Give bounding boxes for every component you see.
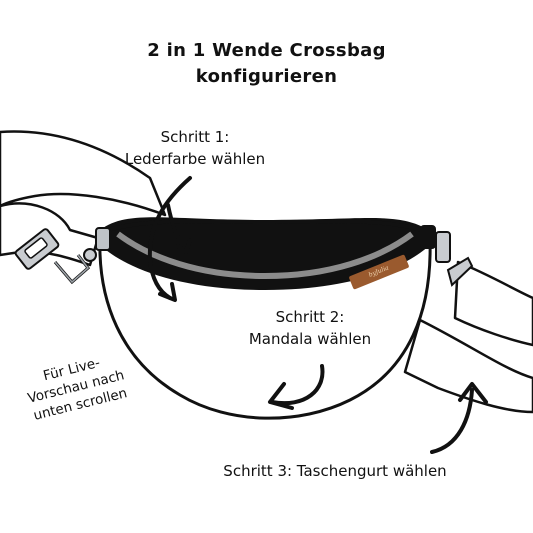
title-line-2: konfigurieren (195, 66, 338, 87)
strap-right (403, 260, 533, 414)
step3-arrow-icon (430, 382, 488, 454)
step2-line-2: Mandala wählen (248, 330, 372, 348)
step2-arrow-icon (268, 364, 325, 410)
bag-zipper-band (100, 217, 430, 290)
page-title: 2 in 1 Wende Crossbag konfigurieren (0, 38, 533, 90)
step2-line-1: Schritt 2: (275, 308, 345, 326)
step1-label: Schritt 1: Lederfarbe wählen (90, 126, 300, 170)
step1-line-1: Schritt 1: (160, 128, 230, 146)
step1-line-2: Lederfarbe wählen (124, 150, 266, 168)
title-line-1: 2 in 1 Wende Crossbag (147, 40, 386, 61)
step2-label: Schritt 2: Mandala wählen (230, 306, 390, 350)
bag-body (98, 236, 432, 420)
step1-arrow-icon (147, 176, 192, 302)
zipper-ends (95, 225, 436, 251)
left-buckle (14, 228, 97, 285)
right-buckle (435, 231, 474, 287)
step3-label: Schritt 3: Taschengurt wählen (223, 462, 447, 480)
